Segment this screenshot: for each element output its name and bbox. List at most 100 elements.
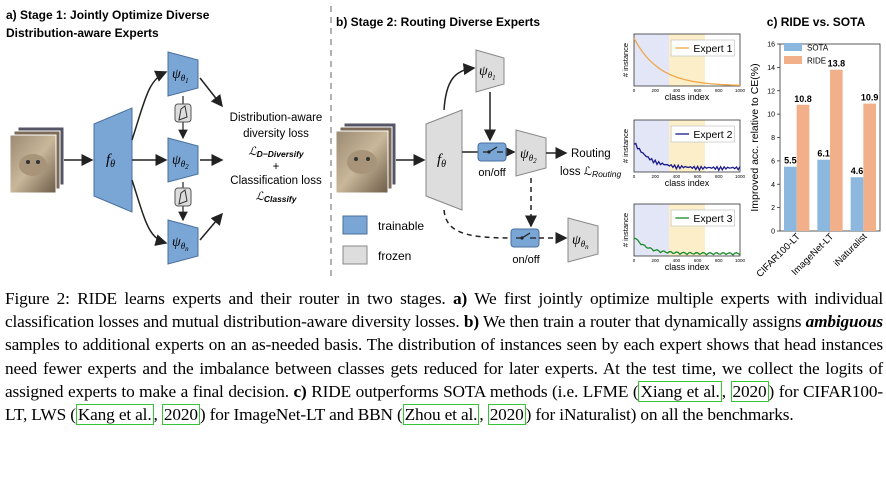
hist-legend-box — [670, 125, 735, 143]
hist-xlabel: class index — [665, 178, 710, 188]
citation-kang-author[interactable]: Kang et al. — [75, 404, 154, 426]
svg-text:ψθ2: ψθ2 — [172, 153, 189, 171]
svg-text:Distribution-aware: Distribution-aware — [230, 112, 323, 124]
hist-region-head — [634, 34, 669, 86]
stage1-loss-text: Distribution-aware diversity loss ℒD−Div… — [230, 112, 323, 204]
svg-text:fθ: fθ — [106, 152, 115, 170]
legend-label-sota: SOTA — [807, 44, 829, 53]
hist-tick-label: 400 — [673, 174, 681, 179]
hist-ylabel: # instance — [621, 129, 630, 163]
hist-xlabel: class index — [665, 262, 710, 272]
stage2-expert-n: ψθn — [567, 217, 599, 263]
y-tick-label: 12 — [767, 88, 775, 95]
hist-tick-label: 0 — [633, 174, 636, 179]
stage2-backbone-label: f — [437, 152, 443, 168]
figure-diagram: a) Stage 1: Jointly Optimize Diverse Dis… — [6, 6, 881, 280]
stage2-input-images — [335, 122, 397, 194]
legend-label-ride: RIDE — [807, 57, 826, 66]
hist-tick-label: 400 — [673, 258, 681, 263]
figure-caption: Figure 2: RIDE learns experts and their … — [5, 289, 883, 426]
svg-text:diversity loss: diversity loss — [243, 128, 309, 140]
svg-text:+: + — [273, 161, 280, 173]
svg-text:ℒD−Diversify: ℒD−Diversify — [248, 146, 305, 159]
citation-xiang-author[interactable]: Xiang et al. — [638, 380, 722, 402]
bar-ride-1 — [796, 104, 810, 231]
stage2-expert-1: ψθ1 — [475, 49, 505, 93]
stage1-title-line1: a) Stage 1: Jointly Optimize Diverse — [6, 8, 210, 22]
switch2-label: on/off — [512, 254, 540, 266]
hist-tick-label: 200 — [651, 88, 659, 93]
stage1-expert-2: ψθ2 — [167, 137, 199, 183]
citation-zhou-author[interactable]: Zhou et al. — [402, 404, 480, 426]
stage2-title: b) Stage 2: Routing Diverse Experts — [336, 15, 540, 29]
hist-legend-box — [670, 209, 735, 227]
citation-xiang-year[interactable]: 2020 — [730, 380, 769, 402]
stage1-expert-1: ψθ1 — [167, 51, 199, 97]
y-tick-label: 6 — [771, 158, 775, 165]
stage2-switch-1 — [477, 142, 507, 162]
hist-ylabel: # instance — [621, 43, 630, 77]
svg-text:ψθn: ψθn — [172, 235, 189, 253]
hist-ylabel: # instance — [621, 213, 630, 247]
y-tick-label: 2 — [771, 205, 775, 212]
stage1-expert-n: ψθn — [167, 219, 199, 265]
hist-tick-label: 800 — [715, 88, 723, 93]
y-tick-label: 16 — [767, 42, 775, 49]
hist-tick-label: 1000 — [735, 258, 746, 263]
hist-line-expert-2 — [633, 142, 741, 172]
stage1-input-images — [9, 126, 65, 194]
bar-ride-2 — [830, 69, 843, 232]
expert-histograms: Expert 1 0 200 400 600 800 1000 class index # in… — [621, 33, 746, 272]
stage1-backbone — [93, 107, 133, 213]
hist-legend-label: Expert 3 — [693, 213, 732, 225]
hist-frame — [633, 119, 741, 173]
y-tick-label: 10 — [767, 112, 775, 119]
hist-tick-label: 800 — [715, 174, 723, 179]
stage2-backbone — [425, 109, 463, 211]
x-tick-label: iNaturalist — [832, 231, 870, 269]
svg-text:ψθ2: ψθ2 — [520, 147, 537, 165]
bar-value-label: 10.8 — [794, 94, 812, 104]
hist-tick-label: 200 — [651, 174, 659, 179]
citation-zhou-year[interactable]: 2020 — [487, 404, 526, 426]
legend-swatch-ride — [784, 56, 802, 64]
stage1-links — [174, 96, 192, 222]
bar-value-label: 13.8 — [828, 59, 846, 69]
bar-value-label: 6.1 — [817, 149, 830, 159]
bar-sota-2 — [817, 159, 830, 231]
legend-frozen: frozen — [342, 245, 411, 265]
bar-value-label: 10.9 — [861, 93, 879, 103]
hist-xlabel: class index — [665, 92, 710, 102]
switch1-label: on/off — [478, 167, 506, 179]
hist-tick-label: 600 — [694, 88, 702, 93]
citation-kang-year[interactable]: 2020 — [161, 404, 200, 426]
hist-tick-label: 600 — [694, 174, 702, 179]
bar-ride-3 — [863, 103, 876, 231]
stage2-expert-2: ψθ2 — [515, 129, 547, 177]
hist-tick-label: 800 — [715, 258, 723, 263]
hist-tick-label: 1000 — [735, 174, 746, 179]
svg-text:trainable: trainable — [378, 219, 424, 233]
svg-text:ψθ1: ψθ1 — [479, 64, 496, 82]
hist-region-head — [634, 204, 669, 256]
svg-text:ℒClassify: ℒClassify — [256, 191, 298, 204]
hist-line-expert-1 — [633, 37, 741, 86]
stage1-backbone-label: f — [106, 152, 112, 168]
stage2-switch-2 — [510, 228, 540, 248]
svg-text:ψθn: ψθn — [572, 233, 589, 251]
hist-tick-label: 600 — [694, 258, 702, 263]
hist-tick-label: 200 — [651, 258, 659, 263]
hist-legend-label: Expert 1 — [693, 43, 732, 55]
routing-loss-line1: Routing — [571, 148, 611, 160]
bar-value-label: 4.6 — [851, 166, 864, 176]
svg-text:fθ: fθ — [437, 152, 446, 170]
bar-sota-1 — [784, 166, 797, 231]
bar-sota-3 — [850, 177, 864, 231]
bar-value-label: 5.5 — [784, 156, 797, 166]
y-tick-label: 8 — [771, 135, 775, 142]
svg-text:frozen: frozen — [378, 249, 411, 263]
hist-line-expert-3 — [633, 237, 741, 256]
